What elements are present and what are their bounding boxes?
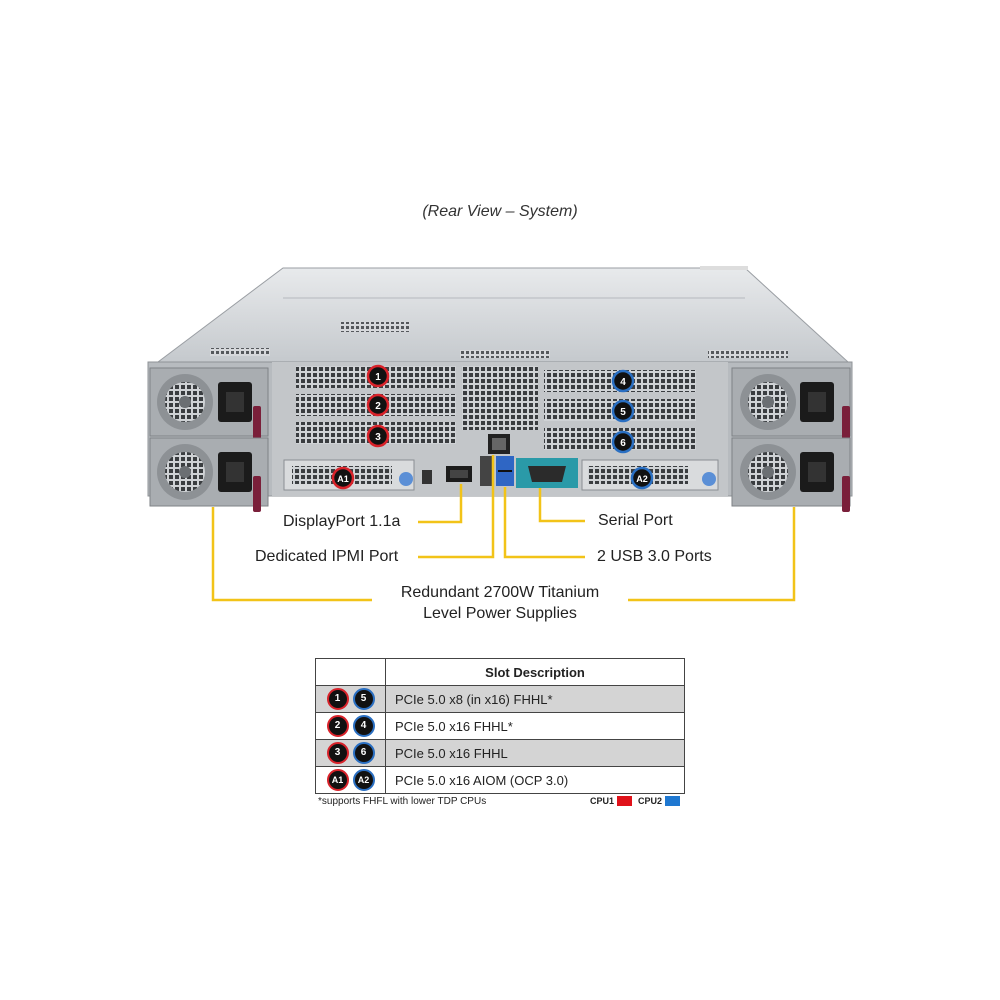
cpu-color-legend: CPU1 CPU2: [590, 796, 686, 806]
chassis-badge-4-label: 4: [620, 377, 626, 388]
psu-left-top: [149, 367, 269, 442]
table-header-row: Slot Description: [315, 658, 685, 686]
slot-badge-1: 1: [326, 688, 349, 710]
figure-caption: (Rear View – System): [422, 203, 578, 220]
table-header-blank: [315, 658, 386, 686]
chassis-badge-a1-label: A1: [337, 474, 349, 484]
table-header-slot-description: Slot Description: [385, 658, 685, 686]
power-supply-label-line2: Level Power Supplies: [423, 605, 577, 622]
chassis-badge-5-label: 5: [620, 407, 626, 418]
legend-cpu2-label: CPU2: [638, 796, 663, 806]
slot-description-cell: PCIe 5.0 x16 FHHL*: [385, 712, 685, 740]
usb-ports-label: 2 USB 3.0 Ports: [597, 548, 712, 565]
slot-badge-6: 6: [352, 742, 375, 764]
callout-line-usb: [503, 487, 585, 559]
legend-cpu1-label: CPU1: [590, 796, 615, 806]
chassis-badge-6: [611, 430, 635, 454]
chassis-badge-a1: [331, 466, 355, 490]
slot-badge-a1: A1: [326, 769, 349, 791]
psu-right-bottom: [731, 437, 851, 512]
callout-line-serial: [538, 488, 585, 523]
displayport-label: DisplayPort 1.1a: [283, 513, 401, 530]
chassis-badge-1: [366, 364, 390, 388]
ipmi-port-label: Dedicated IPMI Port: [255, 548, 399, 565]
legend-cpu2-swatch: [665, 796, 681, 806]
psu-left-bottom: [149, 437, 269, 512]
slot-badge-2: 2: [326, 715, 349, 737]
chassis-badge-a2: [630, 466, 654, 490]
chassis-badge-5: [611, 399, 635, 423]
legend-cpu1-swatch: [617, 796, 633, 806]
psu-right-top: [731, 367, 851, 442]
callout-line-ipmi: [418, 455, 495, 559]
table-footnote: *supports FHFL with lower TDP CPUs: [318, 796, 487, 807]
power-supply-label: Redundant 2700W Titanium Level Power Sup…: [380, 582, 620, 624]
slot-badge-4: 4: [352, 715, 375, 737]
chassis-top-cover: [156, 267, 850, 363]
chassis-badge-a2-label: A2: [636, 474, 648, 484]
callout-line-psu-left: [211, 507, 372, 602]
power-supply-label-line1: Redundant 2700W Titanium: [400, 584, 600, 601]
callout-line-psu-right: [628, 507, 796, 602]
callout-line-displayport: [418, 484, 463, 524]
slot-description-cell: PCIe 5.0 x16 FHHL: [385, 739, 685, 767]
chassis-badge-2: [366, 393, 390, 417]
serial-port-label: Serial Port: [598, 512, 673, 529]
chassis-badge-2-label: 2: [375, 401, 381, 412]
slot-badge-3: 3: [326, 742, 349, 764]
chassis-badge-1-label: 1: [375, 372, 381, 383]
slot-badge-a2: A2: [352, 769, 375, 791]
slot-description-cell: PCIe 5.0 x8 (in x16) FHHL*: [385, 685, 685, 713]
slot-description-cell: PCIe 5.0 x16 AIOM (OCP 3.0): [385, 766, 685, 794]
chassis-badge-3-label: 3: [375, 432, 381, 443]
chassis-badge-3: [366, 424, 390, 448]
chassis-badge-4: [611, 369, 635, 393]
chassis-badge-6-label: 6: [620, 438, 626, 449]
slot-badge-5: 5: [352, 688, 375, 710]
